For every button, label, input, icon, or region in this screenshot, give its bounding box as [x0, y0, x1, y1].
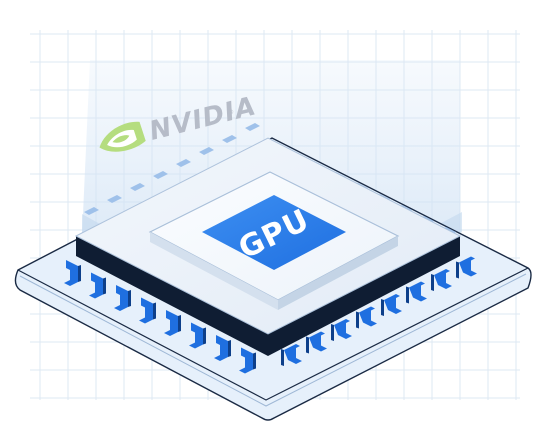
chip-pin — [103, 277, 106, 295]
chip-pin — [306, 336, 309, 354]
chip-pin — [384, 294, 402, 314]
chip-pin — [239, 347, 253, 374]
chip-pin — [178, 315, 181, 332]
chip-pin — [78, 265, 81, 282]
chip-pin — [334, 319, 352, 339]
chip-pin — [434, 269, 452, 289]
chip-pin — [253, 352, 256, 370]
chip-pin — [214, 335, 228, 361]
chip-pin — [431, 274, 434, 291]
nvidia-eye-logo-icon — [99, 121, 146, 152]
chip-pin — [284, 344, 302, 364]
chip-pin — [203, 327, 206, 345]
brand-registered-mark: ® — [228, 109, 234, 116]
chip-pin — [406, 286, 409, 304]
chip-pin — [228, 340, 231, 357]
chip-pin — [456, 261, 459, 279]
chip-pin — [153, 171, 168, 179]
chip-pin — [356, 311, 359, 329]
chip-pin — [281, 349, 284, 366]
chip-pin — [222, 135, 237, 143]
chip-pin — [409, 281, 427, 302]
chip-pin — [189, 322, 203, 349]
chip-pin — [331, 324, 334, 341]
chip-pin — [176, 159, 191, 167]
chip-pin — [139, 297, 153, 324]
chip-pin — [89, 272, 103, 299]
chip-pin — [459, 256, 477, 277]
chip-pin — [130, 183, 145, 191]
chip-pin — [309, 331, 327, 352]
chip-pin — [107, 195, 122, 203]
chip-pin — [153, 302, 156, 320]
chip-pin — [64, 260, 78, 286]
chip-pin — [114, 285, 128, 311]
chip-pin — [381, 299, 384, 316]
chip-pin — [84, 207, 99, 215]
chip-pin — [245, 123, 260, 131]
chip-pin — [164, 310, 178, 336]
chip-pin — [199, 147, 214, 155]
chip-pin — [359, 306, 377, 327]
chip-pin — [128, 290, 131, 307]
